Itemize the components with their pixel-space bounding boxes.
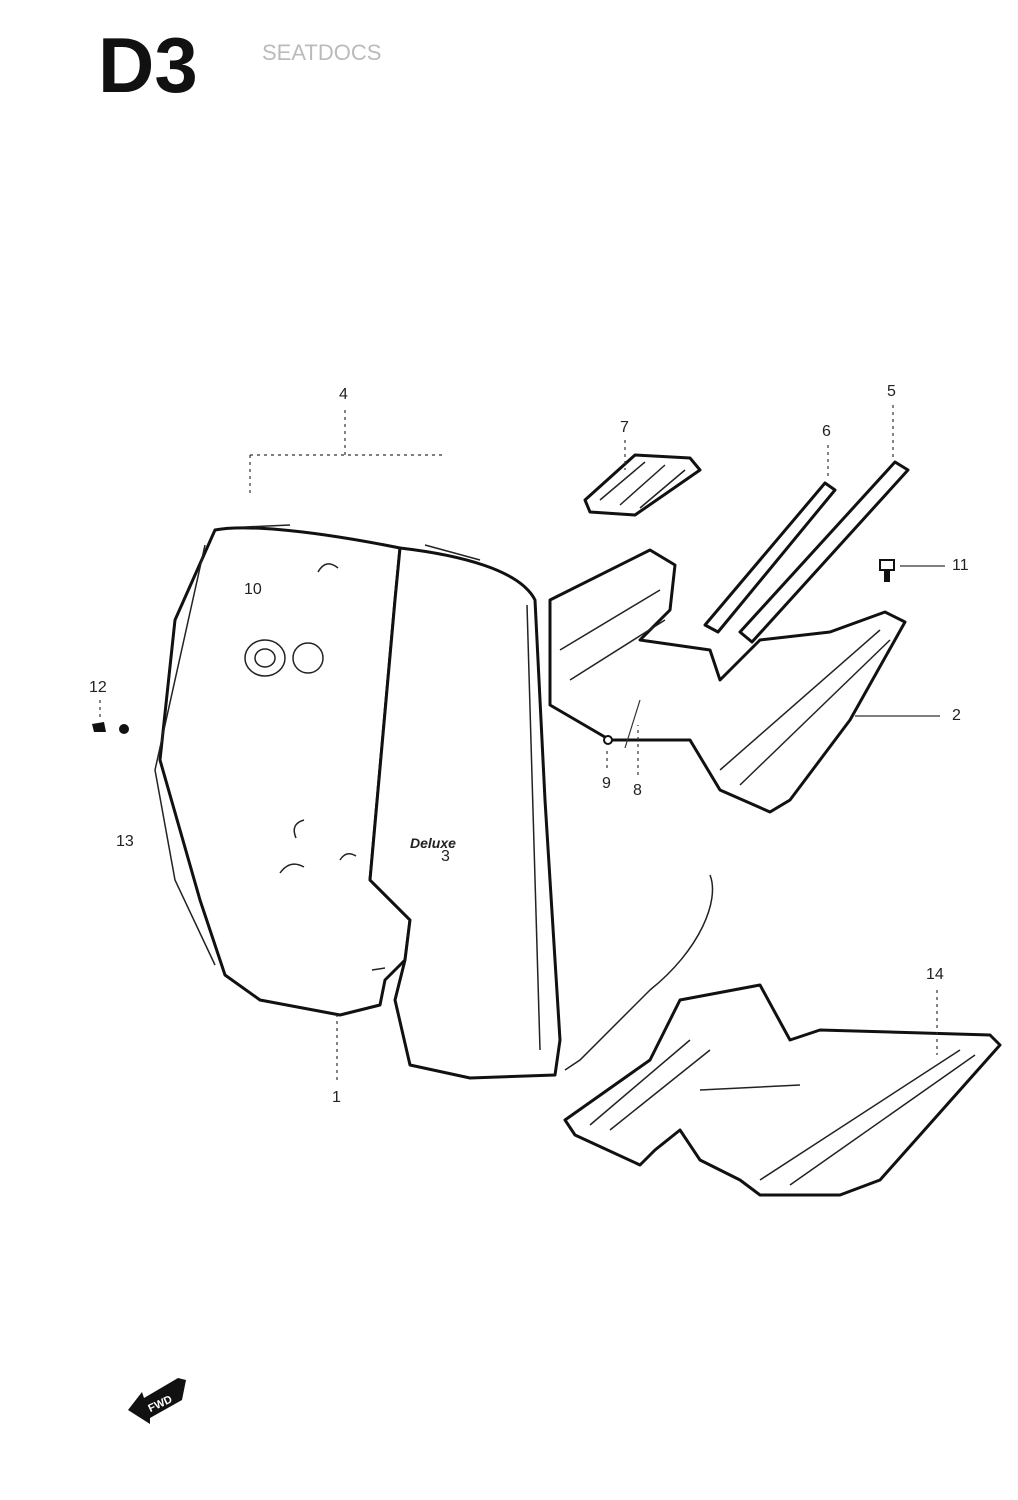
callout-2: 2 — [952, 707, 961, 724]
cable — [564, 874, 714, 1071]
rubber-strip — [738, 460, 910, 644]
callout-5: 5 — [887, 383, 896, 400]
callout-13: 13 — [116, 833, 134, 850]
edge-trim — [244, 524, 291, 528]
callout-11: 11 — [952, 557, 969, 574]
callout-9: 9 — [602, 775, 611, 792]
floor-frame — [548, 548, 907, 814]
leader-lines — [99, 405, 945, 1080]
bracket-plate — [583, 453, 702, 517]
callout-1: 1 — [332, 1089, 341, 1106]
callout-6: 6 — [822, 423, 831, 440]
callout-3: 3 — [441, 848, 450, 865]
leg-shield-inner — [158, 526, 412, 1017]
callout-7: 7 — [620, 419, 629, 436]
bolt — [624, 699, 641, 749]
edge-molding — [154, 544, 216, 966]
leg-shield-outer: Deluxe — [368, 544, 562, 1080]
callout-10: 10 — [244, 581, 262, 598]
callout-4: 4 — [339, 386, 348, 403]
washer — [603, 735, 613, 745]
screw-small — [92, 722, 106, 732]
clip — [119, 724, 129, 734]
forward-arrow-icon: FWD — [128, 1378, 186, 1424]
callout-14: 14 — [926, 966, 944, 983]
deluxe-badge: Deluxe — [410, 835, 456, 851]
floor-mat — [563, 983, 1002, 1197]
callout-8: 8 — [633, 782, 642, 799]
watermark: SEATDOCS — [262, 40, 381, 65]
screw — [879, 559, 895, 582]
callout-12: 12 — [89, 679, 107, 696]
rubber-strip — [703, 481, 837, 634]
section-code: D3 — [98, 21, 198, 109]
